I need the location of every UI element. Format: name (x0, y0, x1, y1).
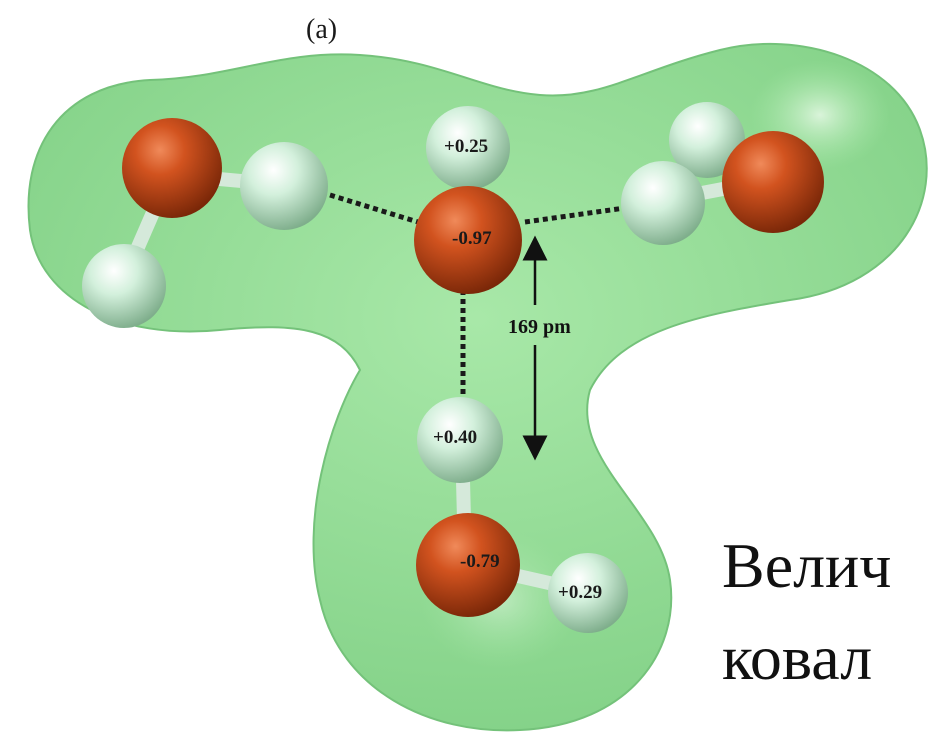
charge-label-bottom-h-right: +0.29 (558, 582, 602, 603)
slide-text-line-1: Велич (722, 530, 892, 601)
hydrogen-atom-left-lower (82, 244, 166, 328)
distance-label: 169 pm (508, 316, 571, 338)
hydrogen-atom-left-upper (240, 142, 328, 230)
hydrogen-atom-bottom-right (548, 553, 628, 633)
hydrogen-atom-right-front (621, 161, 705, 245)
oxygen-atom-right (722, 131, 824, 233)
oxygen-atom-center (414, 186, 522, 294)
charge-label-bottom-o: -0.79 (460, 551, 500, 572)
hydrogen-bond-left (329, 192, 419, 225)
oxygen-atom-left (122, 118, 222, 218)
slide-text-line-2: ковал (722, 622, 873, 693)
hydrogen-bond-right (524, 205, 626, 225)
hydrogen-atom-bottom-upper (417, 397, 503, 483)
hydrogen-atom-right-back (669, 102, 745, 178)
charge-label-center-o: -0.97 (452, 228, 492, 249)
panel-label: (a) (306, 14, 338, 45)
charge-label-bottom-h-upper: +0.40 (433, 427, 477, 448)
oxygen-atom-bottom (416, 513, 520, 617)
hydrogen-atom-top (426, 106, 510, 190)
charge-label-top-h: +0.25 (444, 136, 488, 157)
